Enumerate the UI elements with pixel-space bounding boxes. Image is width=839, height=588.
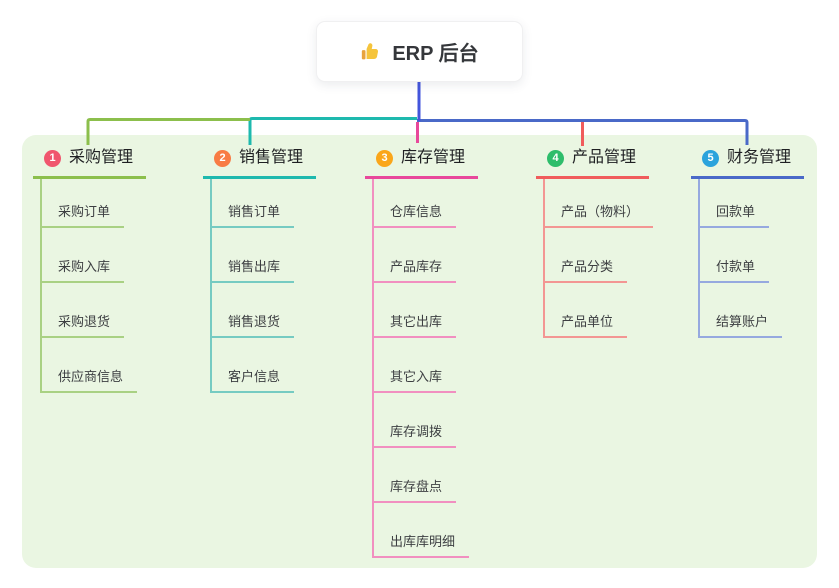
root-node[interactable]: ERP 后台 — [316, 21, 523, 82]
child-node[interactable]: 销售出库 — [212, 228, 295, 283]
thumbs-up-icon — [360, 41, 382, 63]
child-node[interactable]: 回款单 — [700, 179, 770, 228]
child-node[interactable]: 结算账户 — [700, 283, 783, 338]
child-node[interactable]: 产品（物料） — [545, 179, 654, 228]
branch-children: 产品（物料） 产品分类 产品单位 — [543, 179, 654, 338]
branch-children: 采购订单 采购入库 采购退货 供应商信息 — [40, 179, 138, 393]
branch-children: 销售订单 销售出库 销售退货 客户信息 — [210, 179, 295, 393]
branch-sales: 2 销售管理 销售订单 销售出库 销售退货 客户信息 — [203, 142, 317, 393]
child-node[interactable]: 产品单位 — [545, 283, 628, 338]
branches-panel — [22, 135, 817, 568]
child-node[interactable]: 出库库明细 — [374, 503, 470, 558]
branch-children: 仓库信息 产品库存 其它出库 其它入库 库存调拨 库存盘点 出库库明细 — [372, 179, 470, 558]
child-node[interactable]: 销售退货 — [212, 283, 295, 338]
branch-number-badge: 3 — [376, 149, 393, 167]
branch-finance-header[interactable]: 5 财务管理 — [691, 142, 805, 179]
branch-product: 4 产品管理 产品（物料） 产品分类 产品单位 — [536, 142, 654, 338]
branch-inventory-header[interactable]: 3 库存管理 — [365, 142, 479, 179]
child-node[interactable]: 采购订单 — [42, 179, 125, 228]
branch-product-header[interactable]: 4 产品管理 — [536, 142, 650, 179]
branch-sales-header[interactable]: 2 销售管理 — [203, 142, 317, 179]
branch-number-badge: 1 — [44, 149, 61, 167]
child-node[interactable]: 付款单 — [700, 228, 770, 283]
branch-number-badge: 2 — [214, 149, 231, 167]
child-node[interactable]: 产品分类 — [545, 228, 628, 283]
child-node[interactable]: 产品库存 — [374, 228, 457, 283]
child-node[interactable]: 采购入库 — [42, 228, 125, 283]
child-node[interactable]: 销售订单 — [212, 179, 295, 228]
child-node[interactable]: 采购退货 — [42, 283, 125, 338]
child-node[interactable]: 客户信息 — [212, 338, 295, 393]
branch-label: 销售管理 — [239, 149, 304, 166]
child-node[interactable]: 其它出库 — [374, 283, 457, 338]
child-node[interactable]: 库存调拨 — [374, 393, 457, 448]
child-node[interactable]: 其它入库 — [374, 338, 457, 393]
branch-purchase: 1 采购管理 采购订单 采购入库 采购退货 供应商信息 — [33, 142, 147, 393]
branch-label: 产品管理 — [572, 149, 637, 166]
branch-children: 回款单 付款单 结算账户 — [698, 179, 783, 338]
branch-label: 采购管理 — [69, 149, 134, 166]
branch-finance: 5 财务管理 回款单 付款单 结算账户 — [691, 142, 805, 338]
branch-label: 库存管理 — [401, 149, 466, 166]
branch-number-badge: 5 — [702, 149, 719, 167]
branch-number-badge: 4 — [547, 149, 564, 167]
branch-inventory: 3 库存管理 仓库信息 产品库存 其它出库 其它入库 库存调拨 库存盘点 出库库… — [365, 142, 479, 558]
root-title: ERP 后台 — [392, 43, 479, 65]
child-node[interactable]: 库存盘点 — [374, 448, 457, 503]
child-node[interactable]: 供应商信息 — [42, 338, 138, 393]
branch-label: 财务管理 — [727, 149, 792, 166]
branch-purchase-header[interactable]: 1 采购管理 — [33, 142, 147, 179]
child-node[interactable]: 仓库信息 — [374, 179, 457, 228]
